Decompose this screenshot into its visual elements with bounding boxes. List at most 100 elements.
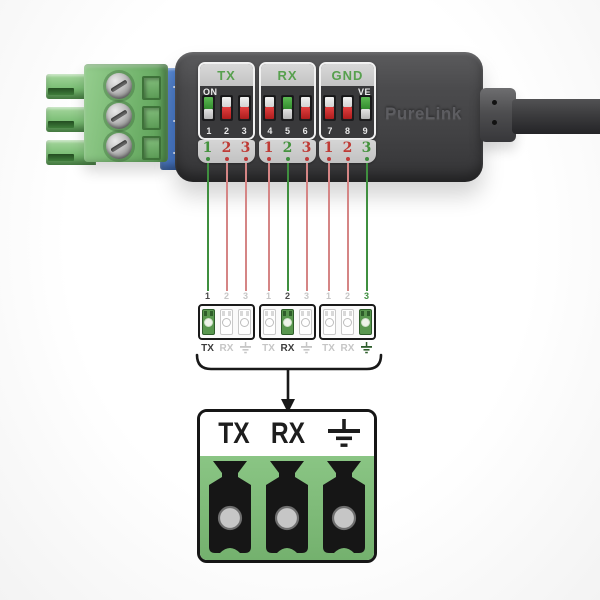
block-labels: TX RX bbox=[259, 342, 316, 356]
wire-dot bbox=[278, 157, 297, 163]
screw-icon bbox=[106, 133, 132, 159]
dip-switch-1 bbox=[202, 95, 216, 121]
dip-switch-7 bbox=[323, 95, 337, 121]
pin-number-row: 1 2 3 bbox=[319, 140, 376, 157]
switch-number: 4 bbox=[267, 126, 273, 136]
terminal-slot bbox=[298, 309, 312, 335]
switch-number: 3 bbox=[241, 126, 247, 136]
block-label-tx: TX bbox=[201, 343, 214, 354]
pin-number: 3 bbox=[301, 140, 312, 156]
group-title: RX bbox=[277, 67, 298, 83]
slot-circle bbox=[282, 317, 292, 327]
wire-dot bbox=[357, 157, 376, 163]
slot-circle bbox=[204, 317, 214, 327]
switch-number-row: 1 2 3 bbox=[200, 125, 253, 138]
wire-tx-1 bbox=[206, 163, 209, 291]
pin-number-row: 1 2 3 bbox=[259, 140, 316, 157]
wire-rx-2 bbox=[286, 163, 289, 291]
pin-number-tab: 1 2 3 bbox=[259, 140, 316, 163]
connector-slot bbox=[142, 76, 161, 100]
connector-slot bbox=[142, 106, 161, 130]
pin-number: 1 bbox=[263, 140, 274, 156]
switch-number: 5 bbox=[285, 126, 291, 136]
dip-switch-9 bbox=[358, 95, 372, 121]
block-labels: TX RX bbox=[198, 342, 255, 356]
cable-strain-relief bbox=[480, 88, 516, 142]
block-labels: TX RX bbox=[319, 342, 376, 356]
block-label-rx: RX bbox=[219, 343, 234, 354]
pin-number: 2 bbox=[282, 140, 293, 156]
switch-group-rx: RX 4 5 6 1 2 3 bbox=[259, 62, 316, 163]
cable bbox=[512, 99, 600, 134]
block-pin-number: 3 bbox=[363, 291, 369, 301]
terminal-slot bbox=[323, 309, 337, 335]
block-label-ground bbox=[357, 342, 376, 356]
ground-icon bbox=[328, 419, 360, 447]
terminal-slot bbox=[340, 309, 354, 335]
connector-slot bbox=[142, 136, 161, 160]
pin-number-tab: 1 2 3 bbox=[319, 140, 376, 163]
pin-number: 3 bbox=[240, 140, 251, 156]
ground-icon bbox=[301, 342, 312, 354]
slot-circle bbox=[342, 317, 352, 327]
group-header: GND bbox=[321, 64, 374, 86]
group-header: RX bbox=[261, 64, 314, 86]
switch-area: ON bbox=[200, 86, 253, 125]
switch-group-box: RX 4 5 6 bbox=[259, 62, 316, 140]
down-arrow-icon bbox=[281, 368, 295, 413]
switch-group-tx: TX ON 1 2 3 1 2 3 bbox=[198, 62, 255, 163]
block-pin-number: 2 bbox=[223, 291, 229, 301]
pin-number: 1 bbox=[323, 140, 334, 156]
wire-dot bbox=[198, 157, 217, 163]
switch-number: 1 bbox=[206, 126, 212, 136]
wire-start-dots bbox=[319, 157, 376, 163]
wire-gnd-3 bbox=[365, 163, 368, 291]
wire-dot bbox=[338, 157, 357, 163]
connector-green-body bbox=[200, 456, 374, 560]
switch-number: 8 bbox=[345, 126, 351, 136]
terminal-cavities bbox=[209, 461, 365, 553]
terminal-slot bbox=[263, 309, 277, 335]
ground-icon bbox=[361, 342, 372, 354]
on-label: ON bbox=[203, 87, 218, 97]
pin-number: 2 bbox=[221, 140, 232, 156]
switch-number-row: 4 5 6 bbox=[261, 125, 314, 138]
screw-icon bbox=[106, 103, 132, 129]
terminal-block-mini bbox=[259, 304, 316, 340]
ve-label: VE bbox=[357, 87, 371, 97]
terminal-slot bbox=[219, 309, 233, 335]
terminal-slot-active bbox=[280, 309, 294, 335]
slot-circle bbox=[239, 317, 249, 327]
pin-number-row: 1 2 3 bbox=[198, 140, 255, 157]
slot-circle bbox=[265, 317, 275, 327]
screw-icon bbox=[106, 73, 132, 99]
phoenix-connector-body bbox=[84, 64, 168, 162]
connector-label-tx: TX bbox=[218, 417, 250, 450]
block-label-tx: TX bbox=[262, 343, 275, 354]
wire-dot bbox=[319, 157, 338, 163]
connector-label-row: TX RX bbox=[200, 412, 374, 456]
block-label-tx: TX bbox=[322, 343, 335, 354]
wire-dot bbox=[259, 157, 278, 163]
wire-start-dots bbox=[259, 157, 316, 163]
brand-logo: PureLink bbox=[385, 104, 462, 123]
block-pin-number: 2 bbox=[284, 291, 290, 301]
dip-switch-3 bbox=[237, 95, 251, 121]
block-pin-numbers: 1 2 3 bbox=[198, 290, 255, 302]
block-label-rx: RX bbox=[340, 343, 355, 354]
wire-gnd-2 bbox=[346, 163, 349, 291]
dip-switch-5 bbox=[280, 95, 294, 121]
wire-dot bbox=[236, 157, 255, 163]
pin-number-tab: 1 2 3 bbox=[198, 140, 255, 163]
wire-dot bbox=[297, 157, 316, 163]
block-pin-number: 1 bbox=[265, 291, 271, 301]
wire-rx-3 bbox=[305, 163, 308, 291]
block-pin-number: 2 bbox=[344, 291, 350, 301]
block-label-ground bbox=[236, 342, 255, 356]
pin-number: 2 bbox=[342, 140, 353, 156]
group-title: GND bbox=[331, 67, 364, 83]
block-pin-numbers: 1 2 3 bbox=[259, 290, 316, 302]
terminal-slot-active bbox=[358, 309, 372, 335]
group-title: TX bbox=[217, 67, 236, 83]
block-pin-number: 1 bbox=[204, 291, 210, 301]
